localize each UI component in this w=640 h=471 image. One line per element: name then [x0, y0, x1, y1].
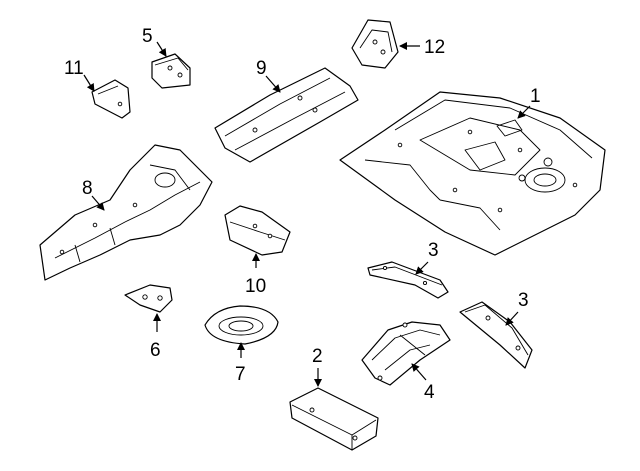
part-cross-member-lower: [459, 301, 533, 369]
part-cross-member-upper: [367, 261, 449, 299]
part-upper-bracket-5: [151, 53, 191, 89]
callout-3-upper: 3: [428, 240, 439, 261]
callout-2: 2: [312, 346, 323, 367]
callout-1: 1: [530, 86, 541, 107]
part-side-rail-8: [39, 144, 213, 281]
part-floor-bracket: [361, 321, 451, 386]
part-mount-12: [351, 19, 399, 69]
part-mount-bracket-6: [124, 284, 173, 313]
callout-6: 6: [150, 340, 161, 361]
callout-11: 11: [64, 58, 84, 79]
callout-7: 7: [235, 364, 246, 385]
part-support-10: [224, 205, 291, 256]
part-bracket-11: [91, 79, 131, 119]
part-channel: [289, 387, 379, 451]
part-spring-seat-7: [204, 305, 279, 345]
callout-9: 9: [256, 58, 267, 79]
part-rail-extension-9: [214, 67, 359, 163]
callout-3-lower: 3: [518, 290, 529, 311]
callout-8: 8: [82, 178, 93, 199]
part-rear-floor-pan: [339, 91, 606, 256]
callout-5: 5: [142, 26, 153, 47]
callout-10: 10: [245, 276, 266, 297]
callout-12: 12: [424, 37, 445, 58]
callout-4: 4: [424, 382, 435, 403]
